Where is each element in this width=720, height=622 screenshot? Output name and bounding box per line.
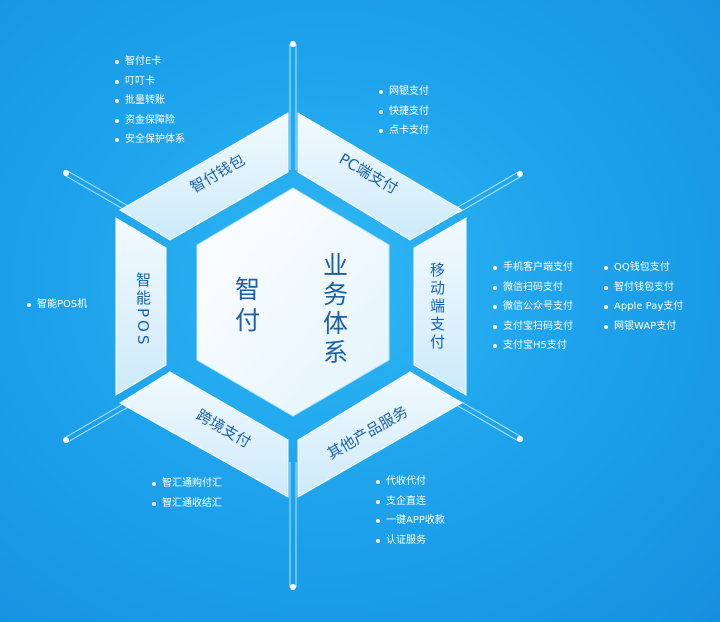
list-item: 智付钱包支付 — [604, 278, 683, 298]
list-item: 安全保护体系 — [115, 130, 185, 150]
list-item: 微信扫码支付 — [493, 278, 573, 298]
list-item: 智汇通购付汇 — [152, 474, 222, 494]
list-other: 代收代付 支企直连 一键APP收款 认证服务 — [376, 472, 445, 550]
list-item: 点卡支付 — [379, 121, 429, 141]
segment-pc — [297, 112, 463, 241]
list-item: Apple Pay支付 — [604, 297, 683, 317]
list-mobile-left: 手机客户端支付 微信扫码支付 微信公众号支付 支付宝扫码支付 支付宝H5支付 — [493, 258, 573, 356]
list-item: 手机客户端支付 — [493, 258, 573, 278]
segment-mobile — [413, 217, 467, 396]
list-item: 批量转账 — [115, 91, 185, 111]
list-item: 快捷支付 — [379, 102, 429, 122]
list-item: 智汇通收结汇 — [152, 494, 222, 514]
segment-cross — [119, 371, 289, 498]
list-item: 支付宝H5支付 — [493, 336, 573, 356]
segment-label-pos: 智能POS — [134, 271, 152, 347]
list-item: 资金保障险 — [115, 111, 185, 131]
segment-wallet — [119, 112, 289, 241]
list-item: 代收代付 — [376, 472, 445, 492]
list-item: 支付宝扫码支付 — [493, 317, 573, 337]
list-item: 叮叮卡 — [115, 72, 185, 92]
list-item: 认证服务 — [376, 531, 445, 551]
segment-label-mobile: 移动端支付 — [428, 262, 446, 352]
list-pc: 网银支付 快捷支付 点卡支付 — [379, 82, 429, 141]
list-item: 智能POS机 — [27, 295, 87, 315]
list-item: 网银WAP支付 — [604, 317, 683, 337]
segment-other — [297, 371, 463, 498]
list-mobile-right: QQ钱包支付 智付钱包支付 Apple Pay支付 网银WAP支付 — [604, 258, 683, 336]
list-cross: 智汇通购付汇 智汇通收结汇 — [152, 474, 222, 513]
list-wallet: 智付E卡 叮叮卡 批量转账 资金保障险 安全保护体系 — [115, 52, 185, 150]
segment-pos — [115, 217, 167, 396]
list-item: 支企直连 — [376, 492, 445, 512]
center-title-left: 智付 — [232, 276, 261, 338]
list-item: 智付E卡 — [115, 52, 185, 72]
list-item: QQ钱包支付 — [604, 258, 683, 278]
list-item: 网银支付 — [379, 82, 429, 102]
list-item: 一键APP收款 — [376, 511, 445, 531]
center-hexagon — [196, 187, 390, 417]
list-item: 微信公众号支付 — [493, 297, 573, 317]
list-pos: 智能POS机 — [27, 295, 87, 315]
center-title-right: 业务体系 — [320, 252, 349, 368]
